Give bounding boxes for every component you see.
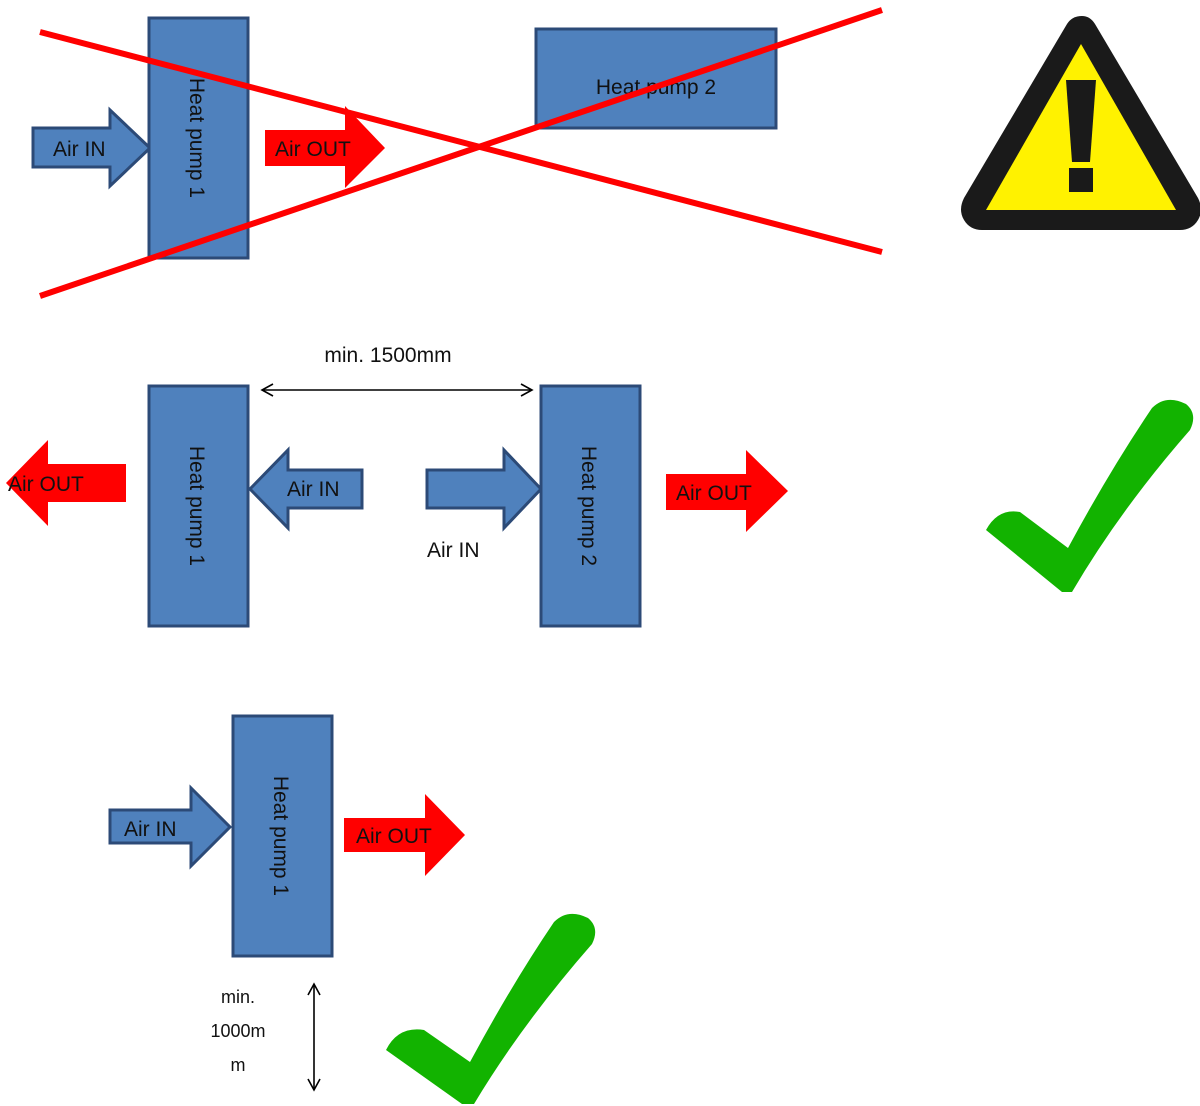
heat-pump-1 <box>147 16 250 260</box>
clearance-label-line-3: m <box>231 1055 246 1075</box>
heat-pump-1 <box>231 714 334 958</box>
distance-label: min. 1500mm <box>324 344 451 367</box>
air-in-arrow <box>108 784 233 870</box>
air-in-arrow <box>31 106 153 190</box>
scenario-ok-two: min. 1500mm Air OUT Heat pump 1 Air IN A… <box>6 344 788 628</box>
checkmark-icon <box>386 913 596 1104</box>
cross-out-line-a <box>39 29 883 255</box>
heat-pump-1 <box>147 384 250 628</box>
scenario-ok-single: Air IN Heat pump 1 Air OUT min. 1000m m <box>108 714 465 1092</box>
heat-pump-2 <box>539 384 642 628</box>
pump2-air-in-label: Air IN <box>427 539 480 562</box>
left-air-out-arrow <box>6 440 126 526</box>
warning-triangle-icon <box>961 16 1200 230</box>
air-in-label: Air IN <box>53 138 106 161</box>
cross-out-line-b <box>39 7 883 299</box>
right-air-out-arrow <box>666 450 788 532</box>
pump2-air-in-arrow <box>425 446 544 532</box>
clearance-label-line-2: 1000m <box>210 1021 265 1041</box>
air-out-label: Air OUT <box>275 138 351 161</box>
pump1-air-in-label: Air IN <box>287 478 340 501</box>
heat-pump-1-label: Heat pump 1 <box>185 78 208 198</box>
air-out-arrow <box>265 106 385 188</box>
right-air-out-label: Air OUT <box>676 482 752 505</box>
heat-pump-2-label: Heat pump 2 <box>577 446 600 566</box>
pump1-air-in-arrow <box>247 446 364 532</box>
heat-pump-1-label: Heat pump 1 <box>185 446 208 566</box>
air-out-label: Air OUT <box>356 825 432 848</box>
heat-pump-1-label: Heat pump 1 <box>269 776 292 896</box>
checkmark-icon <box>986 399 1194 592</box>
scenario-wrong: Air IN Heat pump 1 Air OUT Heat pump 2 <box>31 7 883 299</box>
air-out-arrow <box>344 794 465 876</box>
air-in-label: Air IN <box>124 818 177 841</box>
left-air-out-label: Air OUT <box>8 473 84 496</box>
clearance-label-line-1: min. <box>221 987 255 1007</box>
